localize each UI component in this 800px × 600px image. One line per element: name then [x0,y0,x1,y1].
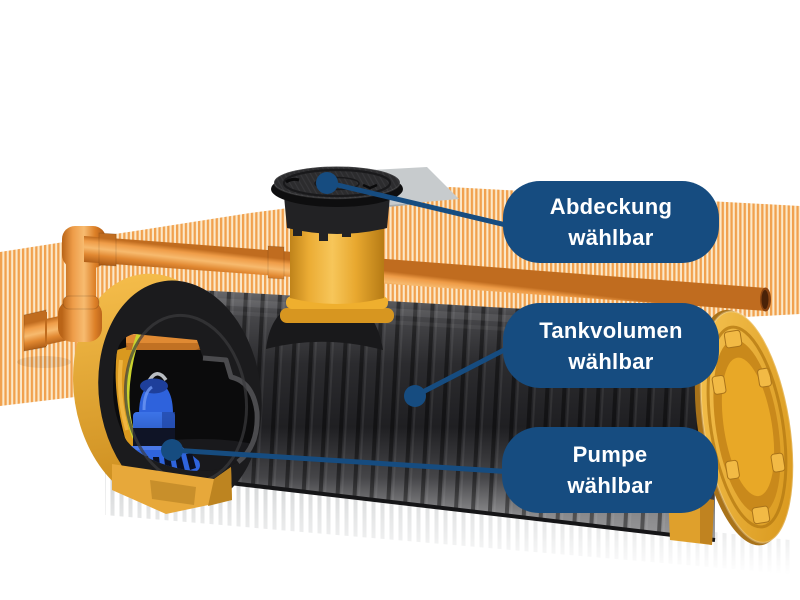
pipe-socket [267,245,285,280]
callout-tankvolumen: Tankvolumen wählbar [503,303,719,388]
flange-inner-wall [115,345,144,459]
flange-inner-highlight [117,359,129,431]
collar-notch [293,226,302,236]
leader-line-pumpe [171,447,546,477]
left-support-foot [112,464,232,514]
leader-dot-pumpe [161,439,183,461]
tank-end-cap [694,309,795,546]
pipe-elbow-bottom [58,300,102,342]
leader-dot-abdeckung [316,172,338,194]
pipe-socket [98,232,117,267]
cover-handle-slot [285,177,300,184]
collar-notch [319,231,328,241]
callout-line: wählbar [568,348,654,374]
callout-abdeckung: Abdeckung wählbar [503,181,719,263]
callout-line: Pumpe [572,442,648,467]
collar-notch [342,227,351,237]
cover-handle-slot [362,183,378,190]
pipe-shadow [17,356,71,368]
left-inlet-pipe [17,226,106,368]
tank-cutaway-interior [115,334,258,471]
riser-base-ring [280,308,394,323]
riser-tube [290,215,384,304]
floor-reflection [105,468,790,574]
pipe-socket [62,295,100,310]
leader-dot-tankvolumen [404,385,426,407]
callout-pumpe: Pumpe wählbar [502,427,718,513]
callout-line: wählbar [568,225,654,250]
riser-collar [284,196,390,234]
callout-line: Abdeckung [549,194,673,219]
callout-line: Tankvolumen [539,317,683,343]
callout-line: wählbar [567,473,653,498]
cutaway-wall-edge [202,355,260,464]
access-riser [271,165,403,323]
